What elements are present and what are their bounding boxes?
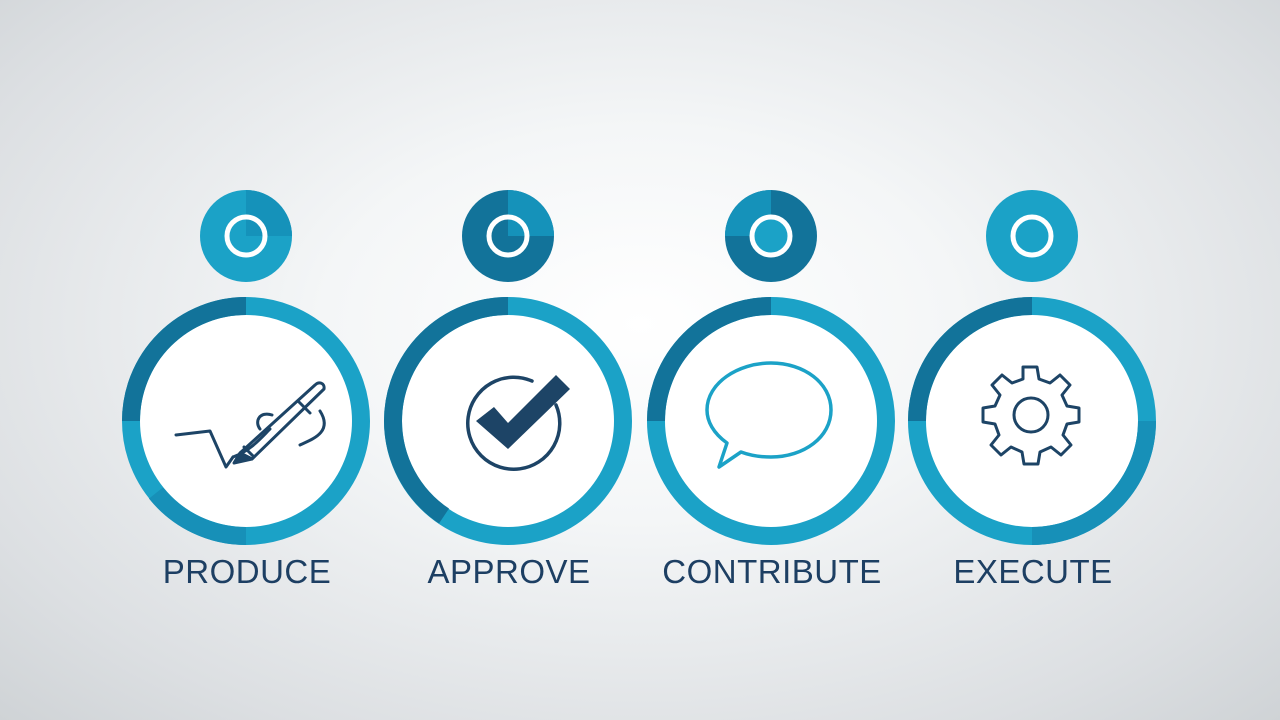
checkmark-circle-icon <box>466 375 570 471</box>
step-approve-label: APPROVE <box>427 553 591 590</box>
main-ring <box>647 297 895 545</box>
step-produce-label: PRODUCE <box>162 553 332 590</box>
step-produce: PRODUCE <box>122 185 372 605</box>
main-ring <box>908 297 1156 545</box>
step-produce-graphic <box>122 190 370 546</box>
step-execute-graphic <box>908 190 1156 545</box>
step-execute: EXECUTE <box>908 185 1158 605</box>
step-approve: APPROVE <box>384 185 634 605</box>
top-node <box>725 190 817 282</box>
top-node <box>986 190 1078 282</box>
step-approve-graphic <box>384 190 632 545</box>
signature-pen-icon <box>174 381 326 469</box>
main-ring <box>122 297 370 546</box>
speech-bubble-icon <box>705 361 833 469</box>
step-contribute-graphic <box>647 190 895 545</box>
step-execute-label: EXECUTE <box>953 553 1113 590</box>
step-contribute-label: CONTRIBUTE <box>662 553 882 590</box>
gear-icon <box>981 365 1081 466</box>
top-node <box>462 190 554 282</box>
top-node <box>200 190 292 282</box>
step-contribute: CONTRIBUTE <box>647 185 897 605</box>
main-ring <box>384 297 632 545</box>
